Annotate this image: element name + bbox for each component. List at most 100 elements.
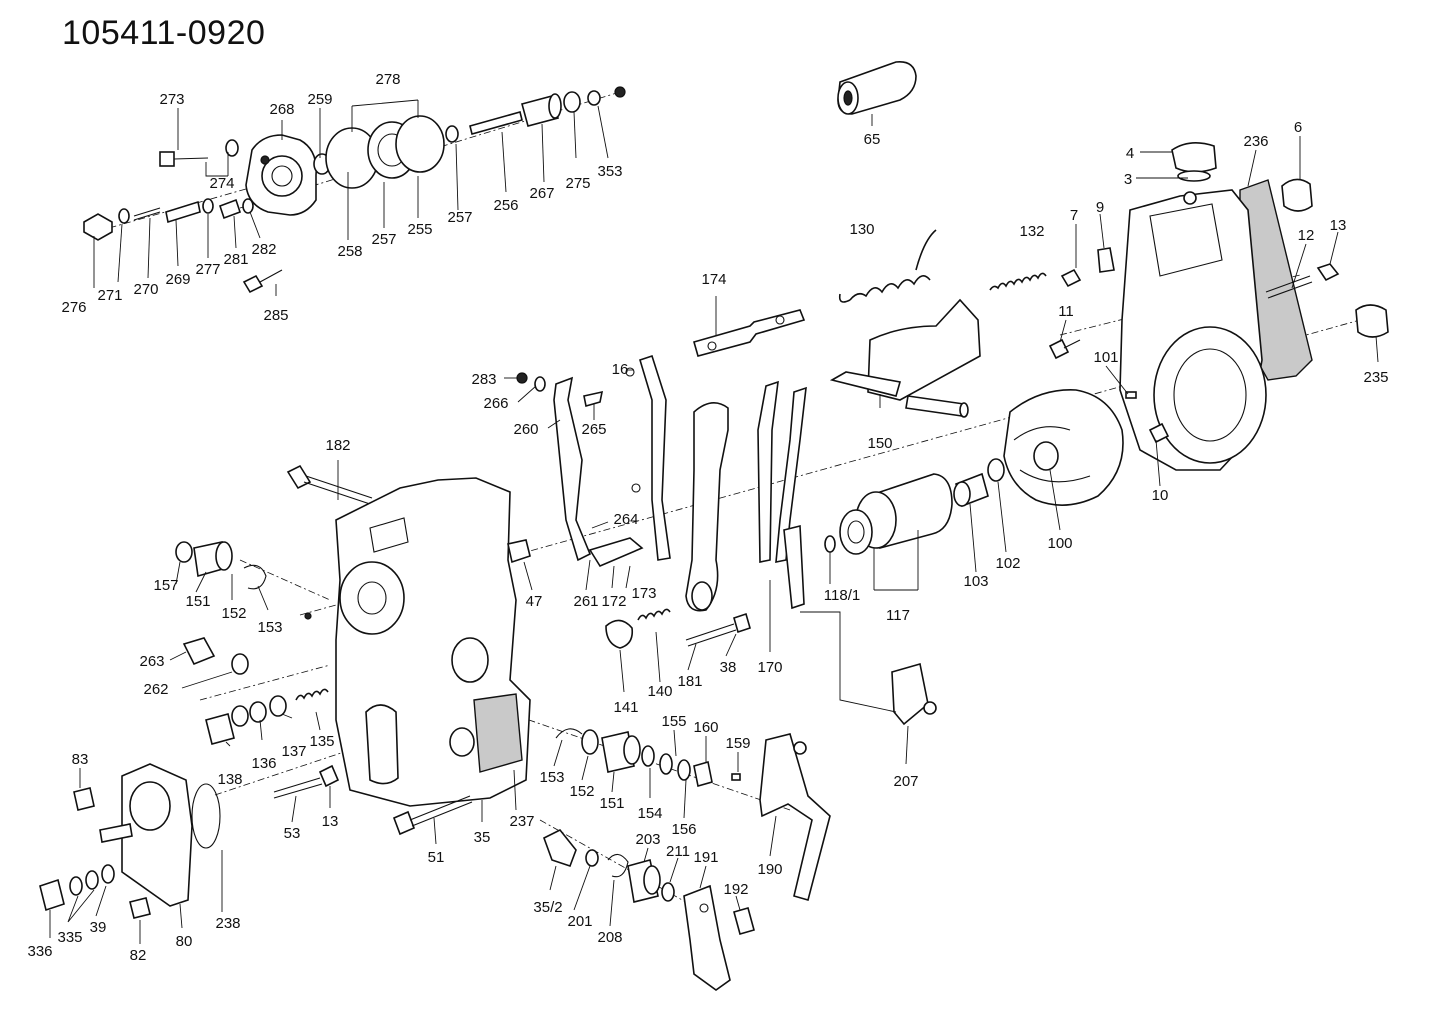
label-51: 51 bbox=[428, 849, 445, 866]
label-257-a: 257 bbox=[371, 231, 396, 248]
label-136: 136 bbox=[251, 755, 276, 772]
label-265: 265 bbox=[581, 421, 606, 438]
cover-80 bbox=[39, 763, 221, 919]
label-155: 155 bbox=[661, 713, 686, 730]
label-262: 262 bbox=[143, 681, 168, 698]
group-151-160 bbox=[555, 728, 741, 788]
label-237: 237 bbox=[509, 813, 534, 830]
plate-191 bbox=[683, 884, 755, 991]
label-282: 282 bbox=[251, 241, 276, 258]
label-35-2: 35/2 bbox=[533, 899, 562, 916]
label-277: 277 bbox=[195, 261, 220, 278]
label-154: 154 bbox=[637, 805, 662, 822]
lever-170 bbox=[685, 380, 807, 612]
label-4: 4 bbox=[1126, 145, 1134, 162]
label-10: 10 bbox=[1152, 487, 1169, 504]
sleeve-117 bbox=[824, 473, 953, 555]
label-191: 191 bbox=[693, 849, 718, 866]
bolts-53-51 bbox=[273, 764, 473, 836]
governor-housing bbox=[1048, 142, 1389, 471]
label-182: 182 bbox=[325, 437, 350, 454]
label-47: 47 bbox=[526, 593, 543, 610]
label-160: 160 bbox=[693, 719, 718, 736]
label-13-a: 13 bbox=[1330, 217, 1347, 234]
label-135: 135 bbox=[309, 733, 334, 750]
label-9: 9 bbox=[1096, 199, 1104, 216]
label-83: 83 bbox=[72, 751, 89, 768]
label-38: 38 bbox=[720, 659, 737, 676]
label-266: 266 bbox=[483, 395, 508, 412]
label-274: 274 bbox=[209, 175, 234, 192]
label-257-b: 257 bbox=[447, 209, 472, 226]
label-273: 273 bbox=[159, 91, 184, 108]
label-140: 140 bbox=[647, 683, 672, 700]
part-65-sleeve bbox=[837, 60, 917, 115]
label-211: 211 bbox=[666, 843, 690, 860]
link-174 bbox=[693, 309, 806, 357]
label-151-a: 151 bbox=[185, 593, 210, 610]
label-270: 270 bbox=[133, 281, 158, 298]
label-238: 238 bbox=[215, 915, 240, 932]
label-335: 335 bbox=[57, 929, 82, 946]
label-255: 255 bbox=[407, 221, 432, 238]
label-130: 130 bbox=[849, 221, 874, 238]
label-207: 207 bbox=[893, 773, 918, 790]
label-100: 100 bbox=[1047, 535, 1072, 552]
label-285: 285 bbox=[263, 307, 288, 324]
group-201-211 bbox=[543, 828, 675, 903]
label-132: 132 bbox=[1019, 223, 1044, 240]
label-353: 353 bbox=[597, 163, 622, 180]
label-157: 157 bbox=[153, 577, 178, 594]
flyweight-assembly bbox=[953, 389, 1124, 508]
label-150: 150 bbox=[867, 435, 892, 452]
label-153-a: 153 bbox=[257, 619, 282, 636]
label-39: 39 bbox=[90, 919, 107, 936]
label-159: 159 bbox=[725, 735, 750, 752]
label-203: 203 bbox=[635, 831, 660, 848]
group-140-141 bbox=[605, 608, 751, 649]
label-260: 260 bbox=[513, 421, 538, 438]
label-16: 16 bbox=[612, 361, 629, 378]
label-138: 138 bbox=[217, 771, 242, 788]
springs bbox=[838, 229, 1047, 303]
label-102: 102 bbox=[995, 555, 1020, 572]
pump-housing bbox=[335, 477, 531, 807]
label-152-a: 152 bbox=[221, 605, 246, 622]
label-201: 201 bbox=[567, 913, 592, 930]
label-141: 141 bbox=[613, 699, 638, 716]
label-235: 235 bbox=[1363, 369, 1388, 386]
group-135-138 bbox=[205, 688, 329, 745]
label-12: 12 bbox=[1298, 227, 1315, 244]
label-172: 172 bbox=[601, 593, 626, 610]
label-13-b: 13 bbox=[322, 813, 339, 830]
label-103: 103 bbox=[963, 573, 988, 590]
label-65: 65 bbox=[864, 131, 881, 148]
bolt-182 bbox=[286, 464, 373, 505]
leader-lines bbox=[49, 99, 1379, 944]
label-276: 276 bbox=[61, 299, 86, 316]
label-278: 278 bbox=[375, 71, 400, 88]
label-267: 267 bbox=[529, 185, 554, 202]
label-170: 170 bbox=[757, 659, 782, 676]
label-271: 271 bbox=[97, 287, 122, 304]
label-275: 275 bbox=[565, 175, 590, 192]
label-117: 117 bbox=[886, 607, 910, 624]
part-labels: 273 268 259 278 274 276 271 270 269 277 … bbox=[27, 71, 1388, 964]
label-151-b: 151 bbox=[599, 795, 624, 812]
label-173: 173 bbox=[631, 585, 656, 602]
label-256: 256 bbox=[493, 197, 518, 214]
label-181: 181 bbox=[677, 673, 702, 690]
label-35: 35 bbox=[474, 829, 491, 846]
group-262-263 bbox=[182, 637, 249, 675]
levers-260-16 bbox=[516, 354, 671, 568]
label-82: 82 bbox=[130, 947, 147, 964]
lever-shaft-150 bbox=[829, 298, 981, 418]
label-208: 208 bbox=[597, 929, 622, 946]
label-258: 258 bbox=[337, 243, 362, 260]
label-268: 268 bbox=[269, 101, 294, 118]
label-236: 236 bbox=[1243, 133, 1268, 150]
label-153-b: 153 bbox=[539, 769, 564, 786]
label-174: 174 bbox=[701, 271, 726, 288]
